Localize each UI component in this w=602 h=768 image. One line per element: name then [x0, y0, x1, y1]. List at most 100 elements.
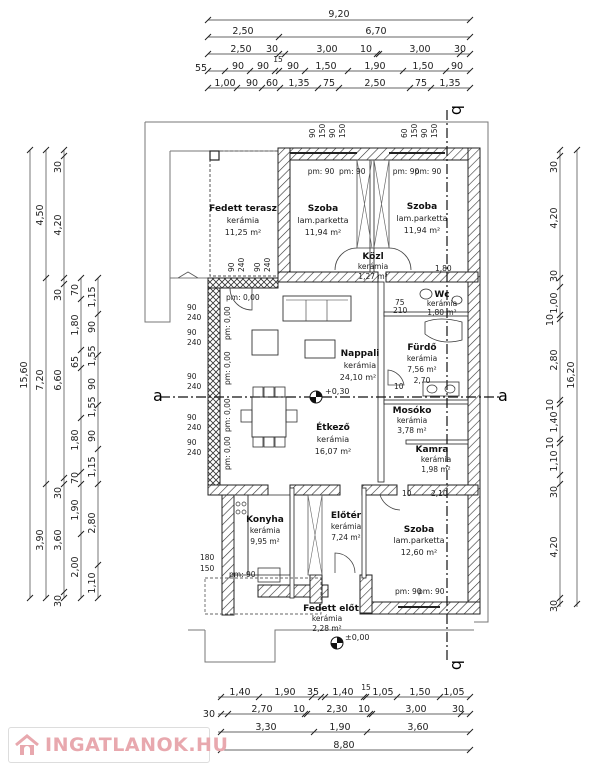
top-dim: 60 — [266, 78, 278, 89]
plan-label: pm: 90 — [393, 167, 420, 176]
right-dim-total: 16,20 — [566, 361, 577, 388]
plan-label: 24,10 m² — [340, 373, 376, 382]
plan-label: pm: 90 — [415, 167, 442, 176]
house-icon — [15, 734, 39, 756]
right-dim: 10 — [545, 314, 556, 326]
plan-label: 150 — [318, 123, 327, 138]
room-konyha: Konyha kerámia 9,95 m² pm: 90 180 150 — [200, 494, 291, 583]
bottom-dimensions — [218, 696, 470, 751]
left-dim: 30 — [53, 289, 64, 301]
plan-label: 12,60 m² — [401, 548, 437, 557]
plan-label: 240 — [187, 338, 202, 347]
top-dim: 90 — [257, 61, 269, 72]
right-dim: 4,20 — [549, 536, 560, 557]
left-dim: 1,90 — [70, 499, 81, 520]
left-dim: 1,55 — [87, 396, 98, 417]
left-dim: 70 — [70, 472, 81, 484]
plan-label: 1,80 m² — [427, 308, 456, 317]
left-dim: 30 — [53, 487, 64, 499]
plan-label: lam.parketta — [396, 214, 447, 223]
plan-label: 2,28 m² — [312, 624, 341, 633]
plan-label: 90 — [187, 328, 197, 337]
bottom-dim: 10 — [293, 704, 305, 715]
plan-label: 150 — [200, 564, 215, 573]
right-dim: 30 — [549, 600, 560, 612]
room-wc: Wc kerámia 1,80 m² 75 210 — [393, 288, 463, 317]
plan-label: 75 — [395, 298, 405, 307]
plan-label: 150 — [430, 123, 439, 138]
plan-label: kerámia — [250, 526, 280, 535]
bottom-dim: 35 — [307, 687, 319, 698]
plan-label: Fedett előt — [303, 604, 360, 614]
plan-label: pm: 90 — [339, 167, 366, 176]
plan-label: 180 — [200, 553, 215, 562]
bottom-dim: 30 — [203, 709, 215, 720]
top-dim: 6,70 — [365, 26, 386, 37]
plan-label: kerámia — [358, 262, 388, 271]
left-dim: 1,15 — [87, 286, 98, 307]
plan-label: Közl — [362, 252, 383, 262]
top-dim: 75 — [323, 78, 335, 89]
plan-label: 240 — [263, 257, 272, 272]
left-dim: 65 — [70, 356, 81, 368]
plan-label: 2,70 — [414, 376, 431, 385]
plan-label: pm: 0,00 — [226, 293, 260, 302]
interior-walls — [289, 159, 469, 599]
plan-label: Fürdő — [407, 343, 436, 353]
plan-label: 150 — [410, 123, 419, 138]
bottom-dim: 15 — [361, 683, 371, 692]
top-dim: 2,50 — [232, 26, 253, 37]
bottom-dim: 10 — [358, 704, 370, 715]
bottom-dim: 1,05 — [443, 687, 464, 698]
right-dim: 4,20 — [549, 207, 560, 228]
plan-label: kerámia — [317, 435, 349, 444]
top-dim: 1,35 — [439, 78, 460, 89]
bottom-dim: 3,30 — [255, 722, 276, 733]
left-dim: 30 — [53, 595, 64, 607]
right-dim: 30 — [549, 486, 560, 498]
plan-label: 9,95 m² — [250, 537, 279, 546]
bottom-dim: 2,70 — [251, 704, 272, 715]
bottom-dim: 1,40 — [229, 687, 250, 698]
level-marker-living: +0,30 — [309, 387, 350, 404]
top-dim: 90 — [451, 61, 463, 72]
left-dim-total: 15,60 — [19, 361, 30, 388]
plan-label: 90 — [253, 262, 262, 272]
plan-label: 90 — [328, 128, 337, 138]
plan-label: 90 — [187, 303, 197, 312]
top-dim: 1,35 — [288, 78, 309, 89]
plan-label: ±0,00 — [345, 633, 370, 642]
plan-label: lam.parketta — [393, 536, 444, 545]
right-dim: 2,80 — [549, 349, 560, 370]
top-dim: 3,00 — [409, 44, 430, 55]
plan-label: lam.parketta — [297, 216, 348, 225]
bottom-dim: 1,05 — [372, 687, 393, 698]
room-kamra: Kamra kerámia 1,98 m² — [416, 445, 452, 474]
left-dim: 30 — [53, 161, 64, 173]
top-dim: 90 — [246, 78, 258, 89]
plan-label: pm: 0,00 — [223, 306, 232, 340]
plan-label: 240 — [237, 257, 246, 272]
plan-label: pm: 90 — [395, 587, 422, 596]
plan-label: 90 — [420, 128, 429, 138]
top-dim: 90 — [287, 61, 299, 72]
left-dim: 6,60 — [53, 369, 64, 390]
exterior-walls — [207, 147, 481, 616]
top-dim: 1,50 — [412, 61, 433, 72]
bottom-dim: 2,30 — [326, 704, 347, 715]
section-b-top: b — [448, 105, 467, 115]
plan-label: pm: 90 — [229, 570, 256, 579]
room-name: Fedett terasz — [209, 204, 277, 214]
right-dim: 1,40 — [549, 411, 560, 432]
room-fedett-elot: Fedett előt kerámia 2,28 m² — [204, 577, 360, 633]
top-dim: 90 — [232, 61, 244, 72]
top-dim: 30 — [454, 44, 466, 55]
plan-label: pm: 0,00 — [223, 351, 232, 385]
plan-label: 11,94 m² — [305, 228, 341, 237]
bottom-dim: 1,50 — [409, 687, 430, 698]
plan-label: 240 — [187, 313, 202, 322]
top-dim: 2,50 — [364, 78, 385, 89]
room-furdo: Fürdő kerámia 7,56 m² 2,70 10 — [387, 318, 463, 397]
plan-label: Mosókо — [393, 405, 432, 416]
